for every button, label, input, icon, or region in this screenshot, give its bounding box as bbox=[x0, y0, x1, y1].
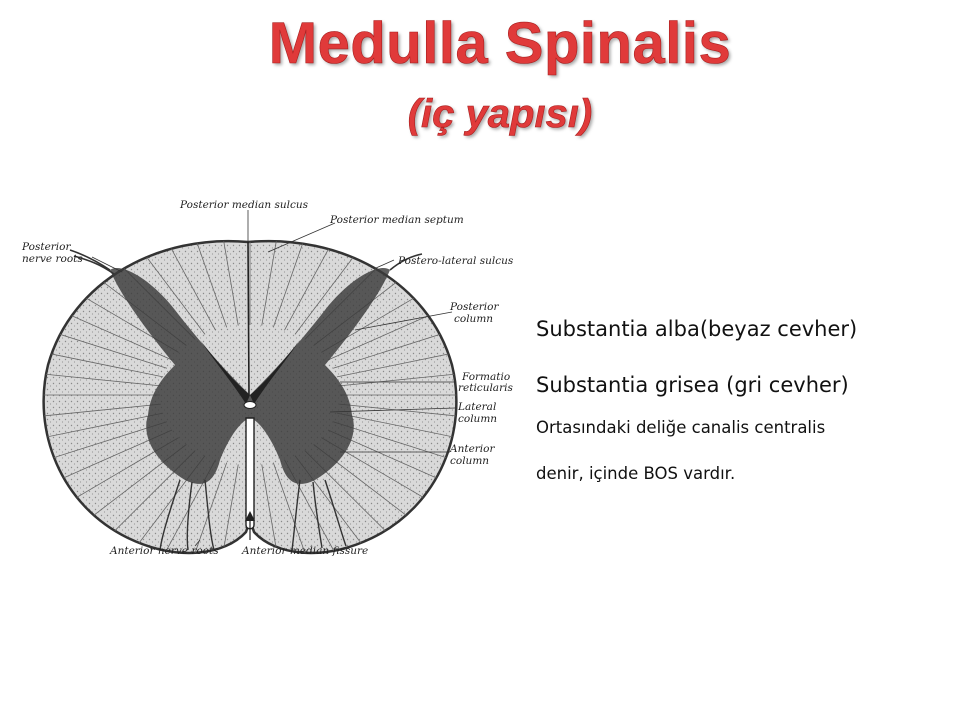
label-lateral-column-2: column bbox=[458, 413, 497, 425]
radial-septum-line bbox=[119, 241, 206, 335]
label-posterior-column-2: column bbox=[454, 313, 493, 325]
label-anterior-column-1: Anterior bbox=[449, 443, 495, 455]
radial-septum-line bbox=[272, 241, 318, 328]
substantia-alba-text: Substantia alba(beyaz cevher) bbox=[536, 317, 858, 341]
radial-septum-line bbox=[215, 464, 239, 553]
anterior-nerve-roots bbox=[159, 479, 347, 551]
label-formatio-reticularis-1: Formatio bbox=[461, 371, 510, 383]
label-posterior-nerve-roots-1: Posterior bbox=[21, 241, 71, 253]
label-anterior-nerve-roots: Anterior nerve roots bbox=[109, 545, 219, 557]
radial-septum-line bbox=[336, 342, 457, 378]
label-posterior-median-septum: Posterior median septum bbox=[329, 214, 464, 226]
radial-septum-line bbox=[261, 464, 285, 553]
radial-septum-line bbox=[294, 241, 381, 335]
radial-septum-line bbox=[333, 421, 457, 472]
radial-septum-line bbox=[43, 342, 164, 378]
canalis-centralis-text-1: Ortasındaki deliğe canalis centralis bbox=[536, 418, 826, 437]
label-lateral-column-1: Lateral bbox=[457, 401, 496, 413]
spinal-cord-cross-section-diagram: Posterior median sulcus Posterior median… bbox=[21, 199, 514, 557]
radial-septum-line bbox=[43, 368, 161, 387]
posterior-nerve-roots bbox=[69, 249, 423, 275]
label-postero-lateral-sulcus: Postero-lateral sulcus bbox=[397, 255, 514, 267]
radial-septum-line bbox=[284, 241, 350, 331]
radial-septum-line bbox=[182, 241, 228, 328]
radial-septum-line bbox=[261, 241, 285, 326]
description-text: Substantia alba(beyaz cevher) Substantia… bbox=[536, 312, 946, 484]
label-anterior-column-2: column bbox=[450, 455, 489, 467]
radial-septum-line bbox=[333, 318, 457, 369]
label-formatio-reticularis-2: reticularis bbox=[458, 382, 513, 394]
canalis-centralis-text-2: denir, içinde BOS vardır. bbox=[536, 464, 736, 483]
radial-septum-line bbox=[336, 412, 457, 448]
radial-septum-line bbox=[43, 403, 161, 422]
radial-septum-line bbox=[215, 241, 239, 326]
central-canal bbox=[243, 401, 257, 409]
radial-septum-line bbox=[339, 368, 457, 387]
gray-matter bbox=[110, 267, 390, 484]
radial-septum-line bbox=[182, 462, 228, 553]
label-posterior-median-sulcus: Posterior median sulcus bbox=[179, 199, 309, 211]
slide-subtitle: (iç yapısı) bbox=[407, 92, 593, 137]
label-posterior-nerve-roots-2: nerve roots bbox=[22, 253, 83, 265]
substantia-grisea-text: Substantia grisea (gri cevher) bbox=[536, 373, 849, 397]
radial-septum-line bbox=[43, 412, 164, 448]
slide-title: Medulla Spinalis bbox=[268, 11, 732, 77]
radial-septum-line bbox=[43, 318, 167, 369]
radial-septum-line bbox=[339, 403, 457, 422]
radial-septum-line bbox=[150, 241, 216, 331]
radial-septum-line bbox=[43, 421, 167, 472]
label-posterior-column-1: Posterior bbox=[449, 301, 499, 313]
label-anterior-median-fissure: Anterior median fissure bbox=[241, 545, 368, 557]
